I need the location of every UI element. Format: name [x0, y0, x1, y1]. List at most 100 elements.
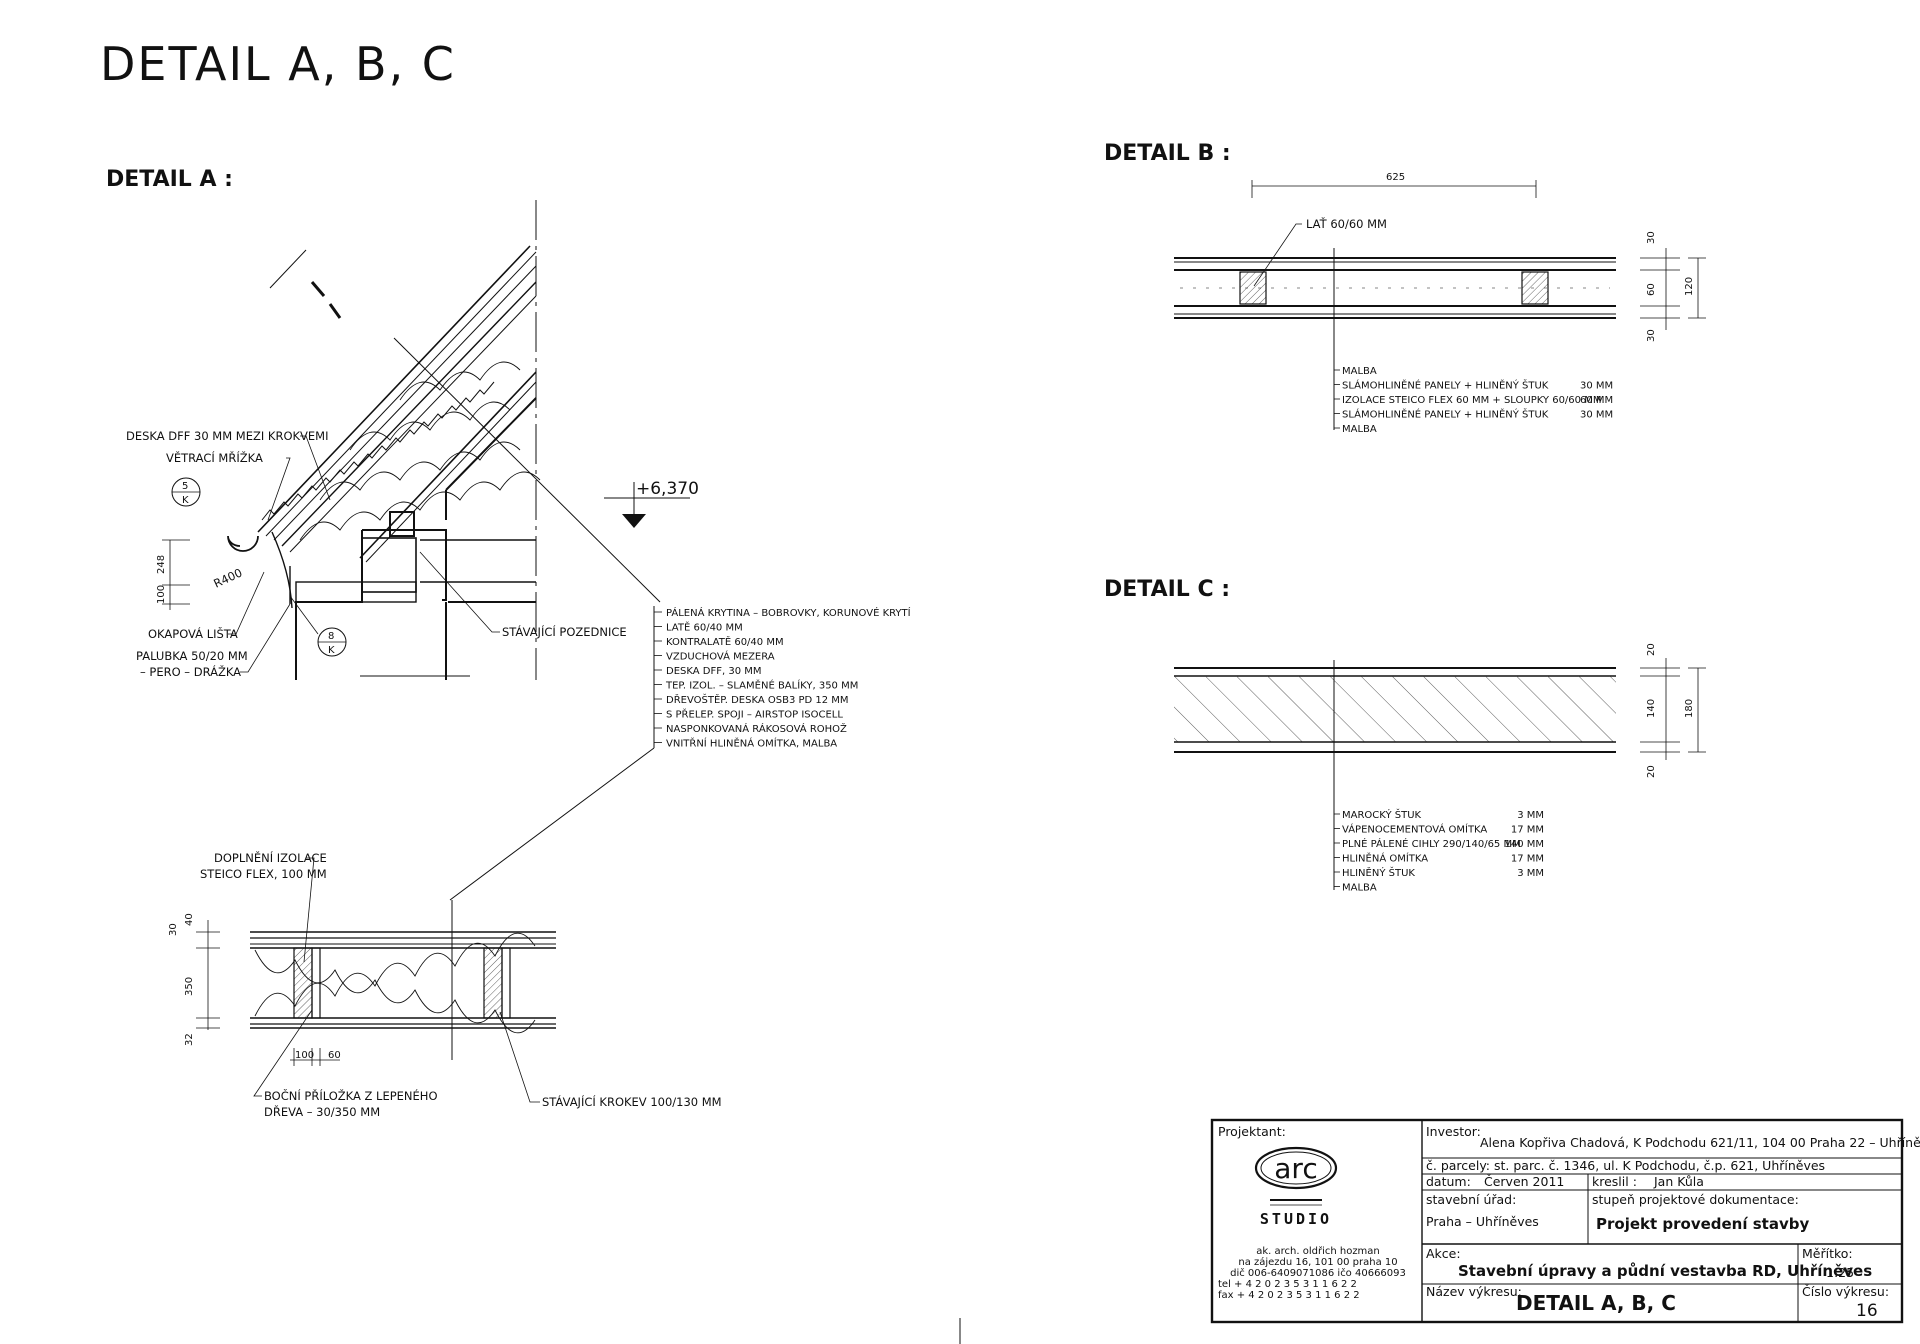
- detail-b-heading: DETAIL B :: [1104, 141, 1231, 166]
- dim-30a: 30: [1646, 231, 1657, 244]
- kreslil-label: kreslil :: [1592, 1174, 1637, 1189]
- dim-60-b: 60: [328, 1050, 341, 1061]
- bubble-bottom-num: 8: [328, 631, 334, 642]
- dim-180: 180: [1684, 699, 1695, 718]
- stupen-label: stupeň projektové dokumentace:: [1592, 1192, 1799, 1207]
- layer-c-value: 140 MM: [1504, 839, 1544, 850]
- parcely: č. parcely: st. parc. č. 1346, ul. K Pod…: [1426, 1158, 1825, 1173]
- urad-label: stavební úřad:: [1426, 1192, 1516, 1207]
- layer-c-item: HLINĚNÝ ŠTUK: [1342, 866, 1415, 879]
- dim-60: 60: [1646, 283, 1657, 296]
- level-value: +6,370: [636, 479, 699, 499]
- layer-c-item: VÁPENOCEMENTOVÁ OMÍTKA: [1342, 823, 1487, 836]
- layer-c-value: 3 MM: [1517, 868, 1544, 879]
- rafter-section: 30 40 350 32 100 60 DOPLNĚNÍ IZOLACE STE…: [168, 850, 722, 1119]
- dim-40: 40: [184, 913, 195, 926]
- label-doplneni-1: DOPLNĚNÍ IZOLACE: [214, 850, 327, 865]
- logo-studio: STUDIO: [1260, 1210, 1332, 1228]
- layer-a-item: S PŘELEP. SPOJI – AIRSTOP ISOCELL: [666, 708, 843, 721]
- detail-c-heading: DETAIL C :: [1104, 577, 1230, 602]
- layer-b-value: 60 MM: [1580, 395, 1613, 406]
- cislo-label: Číslo výkresu:: [1802, 1284, 1889, 1299]
- label-palubka-2: – PERO – DRÁŽKA: [140, 664, 241, 679]
- architect-name: ak. arch. oldřich hozman: [1256, 1245, 1380, 1257]
- roof-section: [227, 200, 661, 680]
- dim-100: 100: [156, 585, 167, 604]
- layer-a-item: VNITŘNÍ HLINĚNÁ OMÍTKA, MALBA: [666, 737, 837, 750]
- layer-a-item: DŘEVOŠTĚP. DESKA OSB3 PD 12 MM: [666, 693, 849, 706]
- label-palubka-1: PALUBKA 50/20 MM: [136, 649, 248, 663]
- detail-c-layer-list: MAROCKÝ ŠTUK 3 MM VÁPENOCEMENTOVÁ OMÍTKA 17…: [1333, 806, 1544, 894]
- dim-20b: 20: [1646, 765, 1657, 778]
- cislo-value: 16: [1856, 1301, 1878, 1321]
- logo-text: arc: [1274, 1152, 1317, 1185]
- layer-a-item: TEP. IZOL. – SLAMĚNÉ BALÍKY, 350 MM: [665, 679, 858, 692]
- layer-c-item: HLINĚNÁ OMÍTKA: [1342, 852, 1428, 865]
- layer-b-item: SLÁMOHLINĚNÉ PANELY + HLINĚNÝ ŠTUK: [1342, 379, 1549, 392]
- kreslil-value: Jan Kůla: [1653, 1174, 1704, 1189]
- label-deska-dff: DESKA DFF 30 MM MEZI KROKVEMI: [126, 429, 329, 443]
- nazev-label: Název výkresu:: [1426, 1284, 1522, 1299]
- layer-a-item: VZDUCHOVÁ MEZERA: [666, 650, 775, 663]
- layer-a-item: PÁLENÁ KRYTINA – BOBROVKY, KORUNOVÉ KRYT…: [666, 606, 911, 619]
- datum-value: Červen 2011: [1484, 1174, 1564, 1189]
- label-krokev: STÁVAJÍCÍ KROKEV 100/130 MM: [542, 1094, 722, 1109]
- meritko-value: 1:25: [1826, 1265, 1854, 1280]
- layer-b-item: MALBA: [1342, 424, 1377, 435]
- bubble-top-num: 5: [182, 481, 188, 492]
- detail-b: DETAIL B : 625 LAŤ 60/60 MM 30 60 30 120…: [1104, 141, 1706, 435]
- label-doplneni-2: STEICO FLEX, 100 MM: [200, 867, 327, 881]
- detail-a-layer-list: PÁLENÁ KRYTINA – BOBROVKY, KORUNOVÉ KRYT…: [654, 606, 911, 750]
- investor-value: Alena Kopřiva Chadová, K Podchodu 621/11…: [1480, 1135, 1920, 1150]
- layer-c-item: MAROCKÝ ŠTUK: [1342, 808, 1422, 821]
- bubble-top-letter: K: [182, 495, 189, 506]
- layer-c-value: 17 MM: [1511, 854, 1544, 865]
- layer-b-item: IZOLACE STEICO FLEX 60 MM + SLOUPKY 60/6…: [1342, 395, 1601, 406]
- architect-tel: tel + 4 2 0 2 3 5 3 1 1 6 2 2: [1218, 1279, 1357, 1290]
- layer-b-item: SLÁMOHLINĚNÉ PANELY + HLINĚNÝ ŠTUK: [1342, 408, 1549, 421]
- dim-350: 350: [184, 977, 195, 996]
- akce-label: Akce:: [1426, 1246, 1461, 1261]
- layer-c-value: 3 MM: [1517, 810, 1544, 821]
- layer-a-item: KONTRALATĚ 60/40 MM: [666, 635, 784, 648]
- nazev-value: DETAIL A, B, C: [1516, 1291, 1676, 1315]
- architect-address: na zájezdu 16, 101 00 praha 10: [1238, 1256, 1397, 1268]
- layer-a-item: DESKA DFF, 30 MM: [666, 666, 762, 677]
- stupen-value: Projekt provedení stavby: [1596, 1215, 1809, 1233]
- layer-a-item: LATĚ 60/40 MM: [666, 621, 743, 634]
- drawing-title: DETAIL A, B, C: [100, 37, 456, 91]
- title-block: Projektant: arc STUDIO ak. arch. oldřich…: [1210, 1118, 1920, 1324]
- label-vetraci-mrizka: VĚTRACÍ MŘÍŽKA: [166, 450, 263, 465]
- projektant-label: Projektant:: [1218, 1124, 1286, 1139]
- architect-fax: fax + 4 2 0 2 3 5 3 1 1 6 2 2: [1218, 1290, 1360, 1301]
- layer-c-item: PLNÉ PÁLENÉ CIHLY 290/140/65 MM: [1342, 837, 1521, 850]
- dim-625: 625: [1386, 172, 1405, 183]
- arc-studio-logo: arc STUDIO: [1254, 1146, 1338, 1228]
- dim-100-b: 100: [295, 1050, 314, 1061]
- detail-a-dims: 248 100: [156, 539, 190, 610]
- investor-label: Investor:: [1426, 1124, 1481, 1139]
- layer-c-item: MALBA: [1342, 883, 1377, 894]
- dim-30: 30: [168, 923, 179, 936]
- bubble-bottom-letter: K: [328, 645, 335, 656]
- dim-32: 32: [184, 1033, 195, 1046]
- label-okapova-lista: OKAPOVÁ LIŠTA: [148, 626, 238, 641]
- label-bocni-2: DŘEVA – 30/350 MM: [264, 1104, 380, 1119]
- level-marker: +6,370: [604, 479, 699, 528]
- architect-ids: dič 006-6409071086 ičo 40666093: [1230, 1267, 1406, 1279]
- detail-a-heading: DETAIL A :: [106, 167, 233, 192]
- layer-b-value: 30 MM: [1580, 381, 1613, 392]
- dim-248: 248: [156, 555, 167, 574]
- layer-a-item: NASPONKOVANÁ RÁKOSOVÁ ROHOŽ: [666, 722, 847, 735]
- label-pozednice: STÁVAJÍCÍ POZEDNICE: [502, 624, 627, 639]
- dim-120: 120: [1684, 277, 1695, 296]
- dim-20a: 20: [1646, 643, 1657, 656]
- layer-c-value: 17 MM: [1511, 825, 1544, 836]
- label-radius: R400: [211, 565, 244, 590]
- dim-30b: 30: [1646, 329, 1657, 342]
- layer-b-item: MALBA: [1342, 366, 1377, 377]
- datum-label: datum:: [1426, 1174, 1471, 1189]
- detail-a: DETAIL A :: [106, 167, 911, 901]
